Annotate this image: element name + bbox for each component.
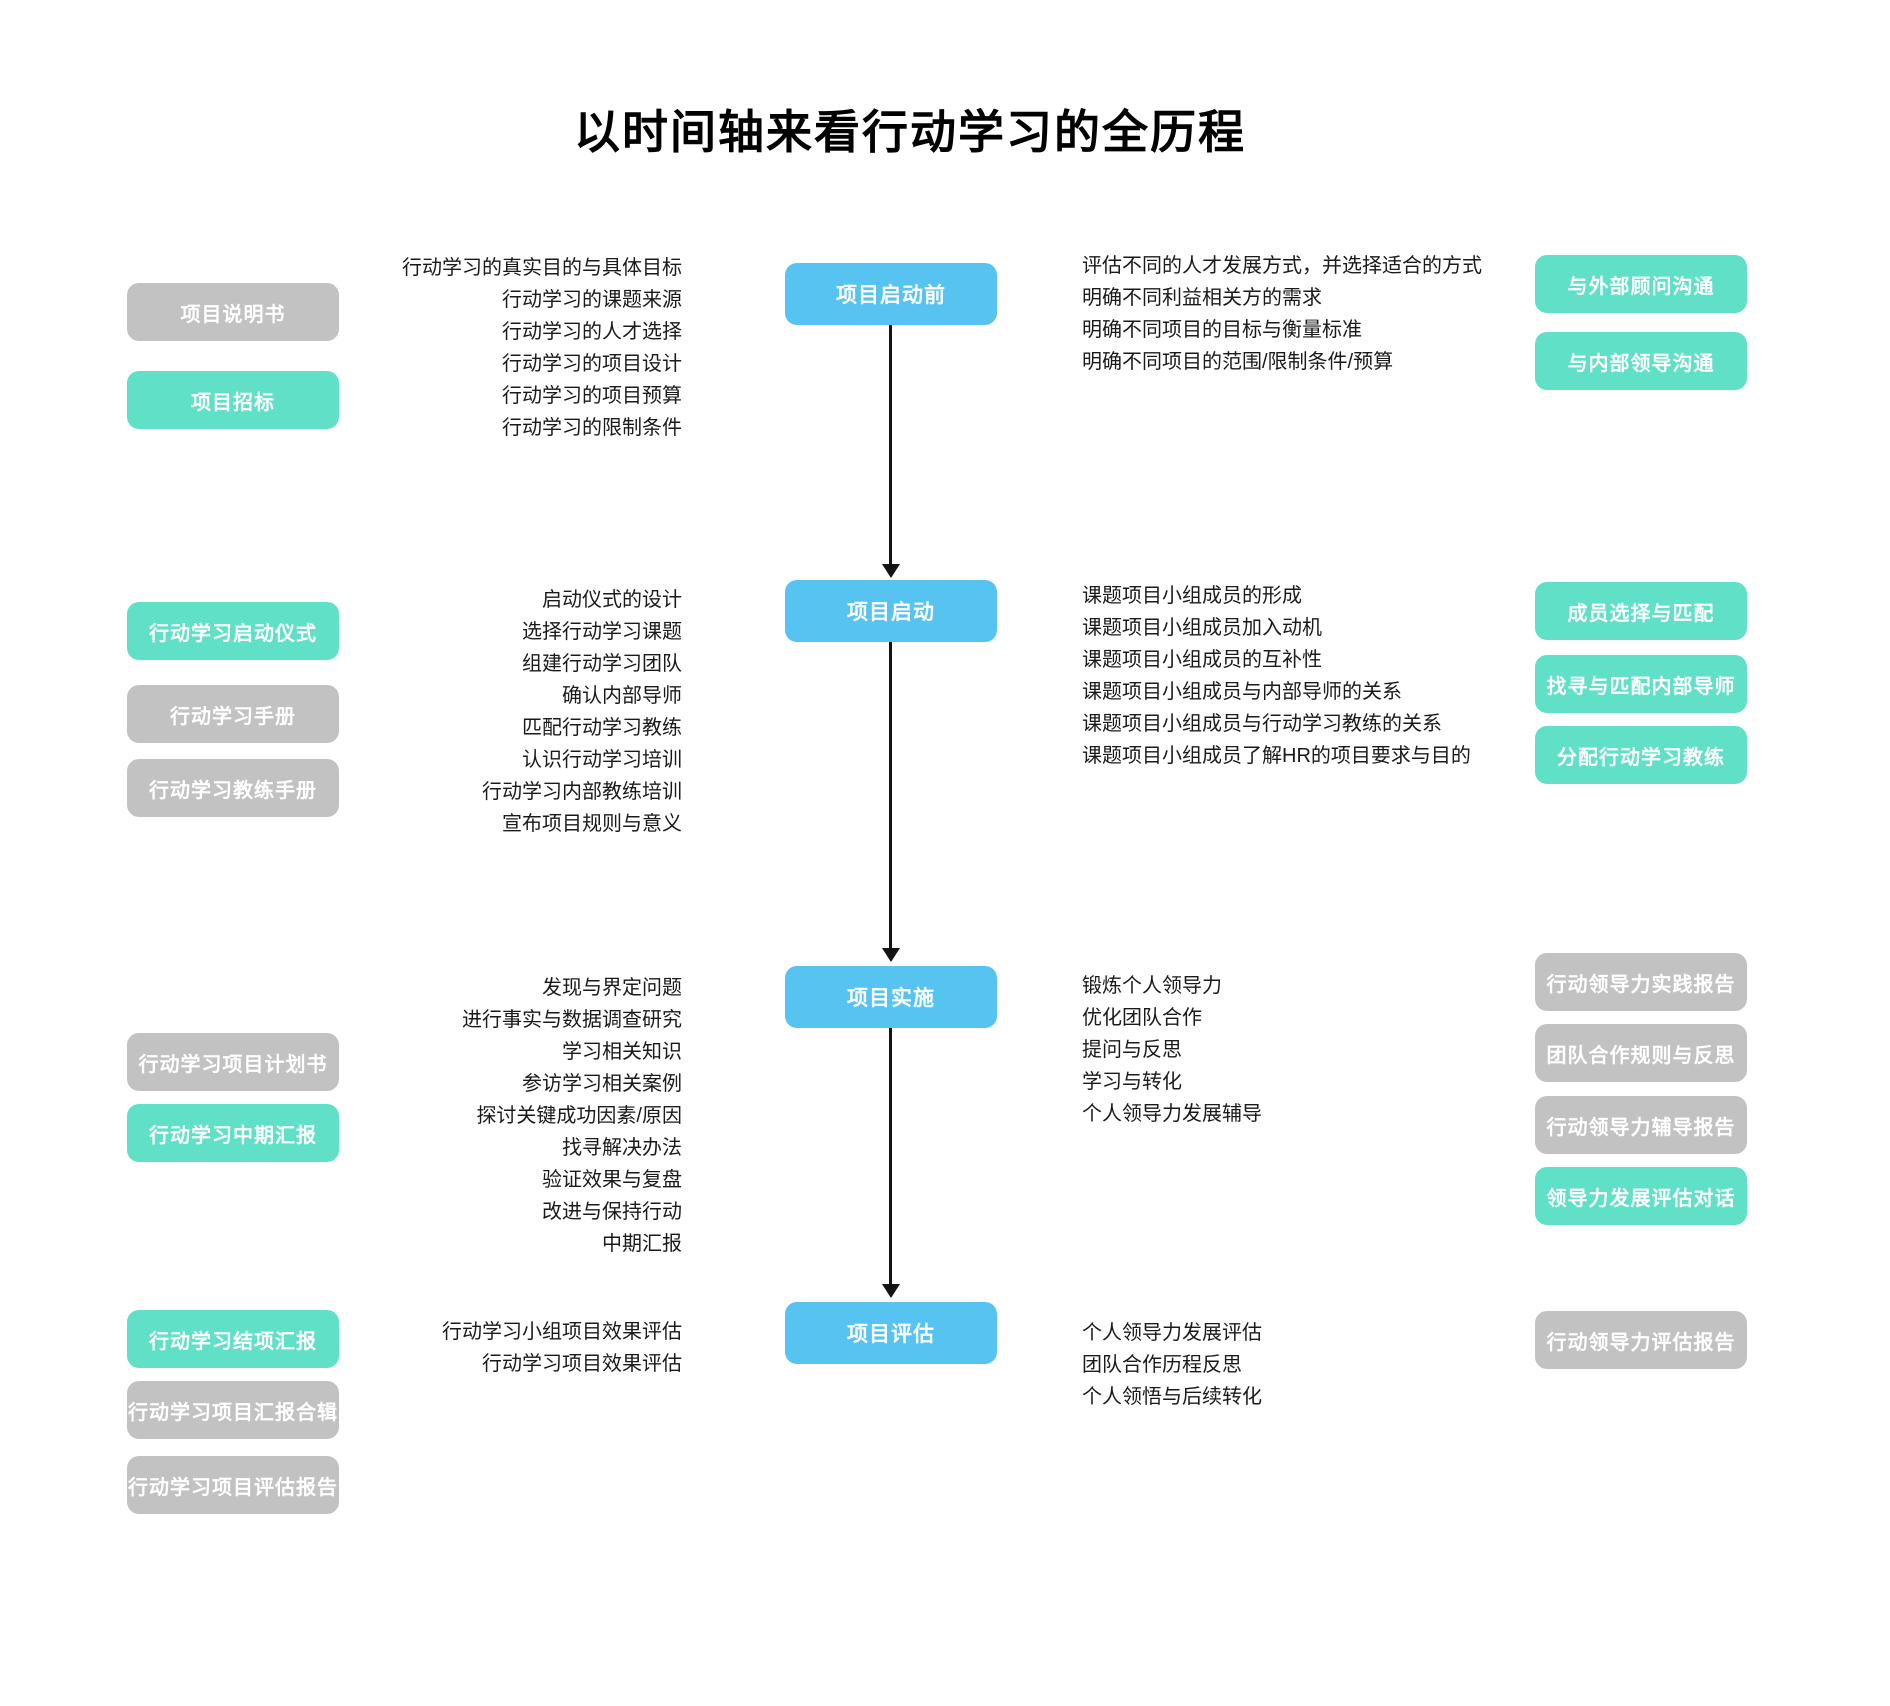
note-line: 明确不同项目的目标与衡量标准 (1082, 319, 1362, 341)
note-line: 探讨关键成功因素/原因 (476, 1105, 682, 1127)
deliverable-doc-button[interactable]: 行动学习项目计划书 (127, 1033, 339, 1091)
stage-right-notes: 课题项目小组成员的形成 课题项目小组成员加入动机 课题项目小组成员的互补性 课题… (1082, 580, 1552, 772)
note-line: 行动学习的项目设计 (502, 353, 682, 375)
note-line: 找寻解决办法 (562, 1137, 682, 1159)
stage-node-launch[interactable]: 项目启动 (785, 580, 997, 642)
note-line: 锻炼个人领导力 (1082, 975, 1222, 997)
support-activity-button[interactable]: 领导力发展评估对话 (1535, 1167, 1747, 1225)
note-line: 行动学习的真实目的与具体目标 (402, 257, 682, 279)
note-line: 课题项目小组成员与内部导师的关系 (1082, 681, 1402, 703)
support-activity-button[interactable]: 团队合作规则与反思 (1535, 1024, 1747, 1082)
support-activity-button[interactable]: 与外部顾问沟通 (1535, 255, 1747, 313)
note-line: 认识行动学习培训 (522, 749, 682, 771)
flow-arrow (889, 642, 892, 948)
note-line: 改进与保持行动 (542, 1201, 682, 1223)
stage-left-notes: 发现与界定问题 进行事实与数据调查研究 学习相关知识 参访学习相关案例 探讨关键… (282, 972, 682, 1260)
support-activity-button[interactable]: 找寻与匹配内部导师 (1535, 655, 1747, 713)
stage-right-notes: 评估不同的人才发展方式，并选择适合的方式 明确不同利益相关方的需求 明确不同项目… (1082, 250, 1552, 378)
note-line: 课题项目小组成员的形成 (1082, 585, 1302, 607)
stage-node-evaluation[interactable]: 项目评估 (785, 1302, 997, 1364)
support-activity-button[interactable]: 与内部领导沟通 (1535, 332, 1747, 390)
note-line: 组建行动学习团队 (522, 653, 682, 675)
stage-right-notes: 个人领导力发展评估 团队合作历程反思 个人领悟与后续转化 (1082, 1317, 1552, 1413)
note-line: 课题项目小组成员与行动学习教练的关系 (1082, 713, 1442, 735)
support-activity-button[interactable]: 行动领导力辅导报告 (1535, 1096, 1747, 1154)
deliverable-doc-button[interactable]: 行动学习项目汇报合辑 (127, 1381, 339, 1439)
deliverable-doc-button[interactable]: 行动学习中期汇报 (127, 1104, 339, 1162)
note-line: 学习相关知识 (562, 1041, 682, 1063)
note-line: 明确不同项目的范围/限制条件/预算 (1082, 351, 1394, 373)
note-line: 行动学习的人才选择 (502, 321, 682, 343)
deliverable-doc-button[interactable]: 行动学习结项汇报 (127, 1310, 339, 1368)
deliverable-doc-button[interactable]: 项目说明书 (127, 283, 339, 341)
deliverable-doc-button[interactable]: 行动学习手册 (127, 685, 339, 743)
note-line: 匹配行动学习教练 (522, 717, 682, 739)
page-title: 以时间轴来看行动学习的全历程 (574, 106, 1246, 158)
note-line: 课题项目小组成员加入动机 (1082, 617, 1322, 639)
stage-node-implementation[interactable]: 项目实施 (785, 966, 997, 1028)
note-line: 明确不同利益相关方的需求 (1082, 287, 1322, 309)
deliverable-doc-button[interactable]: 项目招标 (127, 371, 339, 429)
deliverable-doc-button[interactable]: 行动学习项目评估报告 (127, 1456, 339, 1514)
stage-left-notes: 启动仪式的设计 选择行动学习课题 组建行动学习团队 确认内部导师 匹配行动学习教… (282, 584, 682, 840)
note-line: 进行事实与数据调查研究 (462, 1009, 682, 1031)
deliverable-doc-button[interactable]: 行动学习教练手册 (127, 759, 339, 817)
note-line: 优化团队合作 (1082, 1007, 1202, 1029)
note-line: 确认内部导师 (562, 685, 682, 707)
stage-left-notes: 行动学习的真实目的与具体目标 行动学习的课题来源 行动学习的人才选择 行动学习的… (282, 252, 682, 444)
note-line: 课题项目小组成员的互补性 (1082, 649, 1322, 671)
note-line: 行动学习内部教练培训 (482, 781, 682, 803)
stage-left-notes: 行动学习小组项目效果评估 行动学习项目效果评估 (282, 1316, 682, 1380)
note-line: 个人领导力发展辅导 (1082, 1103, 1262, 1125)
support-activity-button[interactable]: 分配行动学习教练 (1535, 726, 1747, 784)
note-line: 发现与界定问题 (542, 977, 682, 999)
note-line: 启动仪式的设计 (542, 589, 682, 611)
note-line: 学习与转化 (1082, 1071, 1182, 1093)
note-line: 个人领导力发展评估 (1082, 1322, 1262, 1344)
note-line: 宣布项目规则与意义 (502, 813, 682, 835)
stage-node-pre-launch[interactable]: 项目启动前 (785, 263, 997, 325)
stage-right-notes: 锻炼个人领导力 优化团队合作 提问与反思 学习与转化 个人领导力发展辅导 (1082, 970, 1552, 1130)
note-line: 行动学习小组项目效果评估 (442, 1321, 682, 1343)
note-line: 验证效果与复盘 (542, 1169, 682, 1191)
note-line: 行动学习的课题来源 (502, 289, 682, 311)
deliverable-doc-button[interactable]: 行动学习启动仪式 (127, 602, 339, 660)
support-activity-button[interactable]: 行动领导力实践报告 (1535, 953, 1747, 1011)
note-line: 个人领悟与后续转化 (1082, 1386, 1262, 1408)
note-line: 团队合作历程反思 (1082, 1354, 1242, 1376)
note-line: 参访学习相关案例 (522, 1073, 682, 1095)
flow-arrow (889, 325, 892, 564)
support-activity-button[interactable]: 成员选择与匹配 (1535, 582, 1747, 640)
note-line: 提问与反思 (1082, 1039, 1182, 1061)
note-line: 评估不同的人才发展方式，并选择适合的方式 (1082, 255, 1482, 277)
support-activity-button[interactable]: 行动领导力评估报告 (1535, 1311, 1747, 1369)
note-line: 中期汇报 (602, 1233, 682, 1255)
note-line: 课题项目小组成员了解HR的项目要求与目的 (1082, 745, 1471, 767)
flow-arrow (889, 1028, 892, 1284)
note-line: 行动学习项目效果评估 (482, 1353, 682, 1375)
note-line: 行动学习的限制条件 (502, 417, 682, 439)
note-line: 行动学习的项目预算 (502, 385, 682, 407)
note-line: 选择行动学习课题 (522, 621, 682, 643)
